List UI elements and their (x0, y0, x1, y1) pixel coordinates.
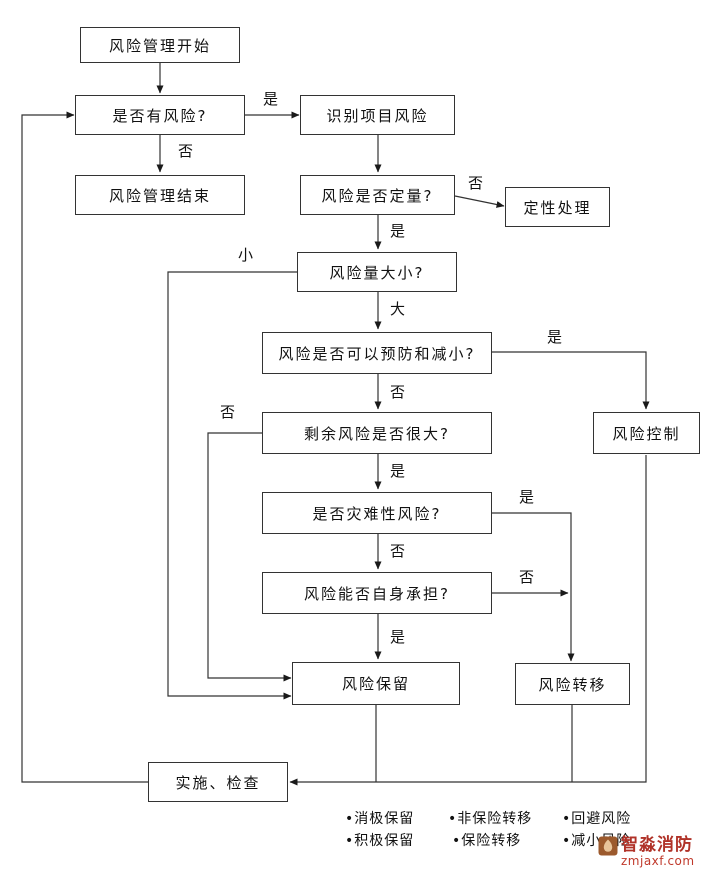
connector-magnitude-retention-small (167, 271, 297, 700)
node-residual: 剩余风险是否很大? (262, 412, 492, 454)
edge-label-yes: 是 (390, 628, 406, 646)
edge-label-no: 否 (468, 174, 484, 192)
legend-item-insurance-transfer: •保险转移 (452, 833, 522, 849)
edge-label-yes: 是 (547, 328, 563, 346)
node-magnitude: 风险量大小? (297, 252, 457, 292)
node-retention: 风险保留 (292, 662, 460, 705)
legend-item-passive-retention: •消极保留 (345, 811, 415, 827)
node-end: 风险管理结束 (75, 175, 245, 215)
edge-label-yes: 是 (519, 488, 535, 506)
edge-label-big: 大 (390, 300, 406, 318)
edge-label-small: 小 (238, 246, 254, 264)
edge-label-no: 否 (390, 542, 406, 560)
edge-label-no: 否 (390, 383, 406, 401)
node-self-bear: 风险能否自身承担? (262, 572, 492, 614)
node-quantitative: 风险是否定量? (300, 175, 455, 215)
brand-logo-icon (598, 836, 618, 860)
connector-catastrophic-transfer (492, 512, 575, 662)
node-qualitative: 定性处理 (505, 187, 610, 227)
node-implement: 实施、检查 (148, 762, 288, 802)
connector-prevent-control (492, 351, 650, 410)
edge-label-yes: 是 (390, 462, 406, 480)
edge-label-yes: 是 (263, 90, 279, 108)
watermark-brand: 智淼消防 (621, 835, 693, 855)
legend-item-avoid-risk: •回避风险 (562, 811, 632, 827)
connector-implement-feedback (21, 111, 148, 783)
node-control: 风险控制 (593, 412, 700, 454)
edge-label-no: 否 (178, 142, 194, 160)
connector-quant-qualitative (454, 195, 505, 208)
node-transfer: 风险转移 (515, 663, 630, 705)
edge-label-yes: 是 (390, 222, 406, 240)
edge-label-no: 否 (220, 403, 236, 421)
node-prevent: 风险是否可以预防和减小? (262, 332, 492, 374)
node-start: 风险管理开始 (80, 27, 240, 63)
legend-item-noninsurance-transfer: •非保险转移 (448, 811, 533, 827)
legend-item-active-retention: •积极保留 (345, 833, 415, 849)
connector-control-implement (289, 455, 647, 786)
watermark-url: zmjaxf.com (621, 853, 695, 868)
node-catastrophic: 是否灾难性风险? (262, 492, 492, 534)
node-identify: 识别项目风险 (300, 95, 455, 135)
watermark: 智淼消防 zmjaxf.com (598, 836, 695, 868)
connector-residual-retention-no (207, 432, 292, 682)
edge-label-no: 否 (519, 568, 535, 586)
node-has-risk: 是否有风险? (75, 95, 245, 135)
